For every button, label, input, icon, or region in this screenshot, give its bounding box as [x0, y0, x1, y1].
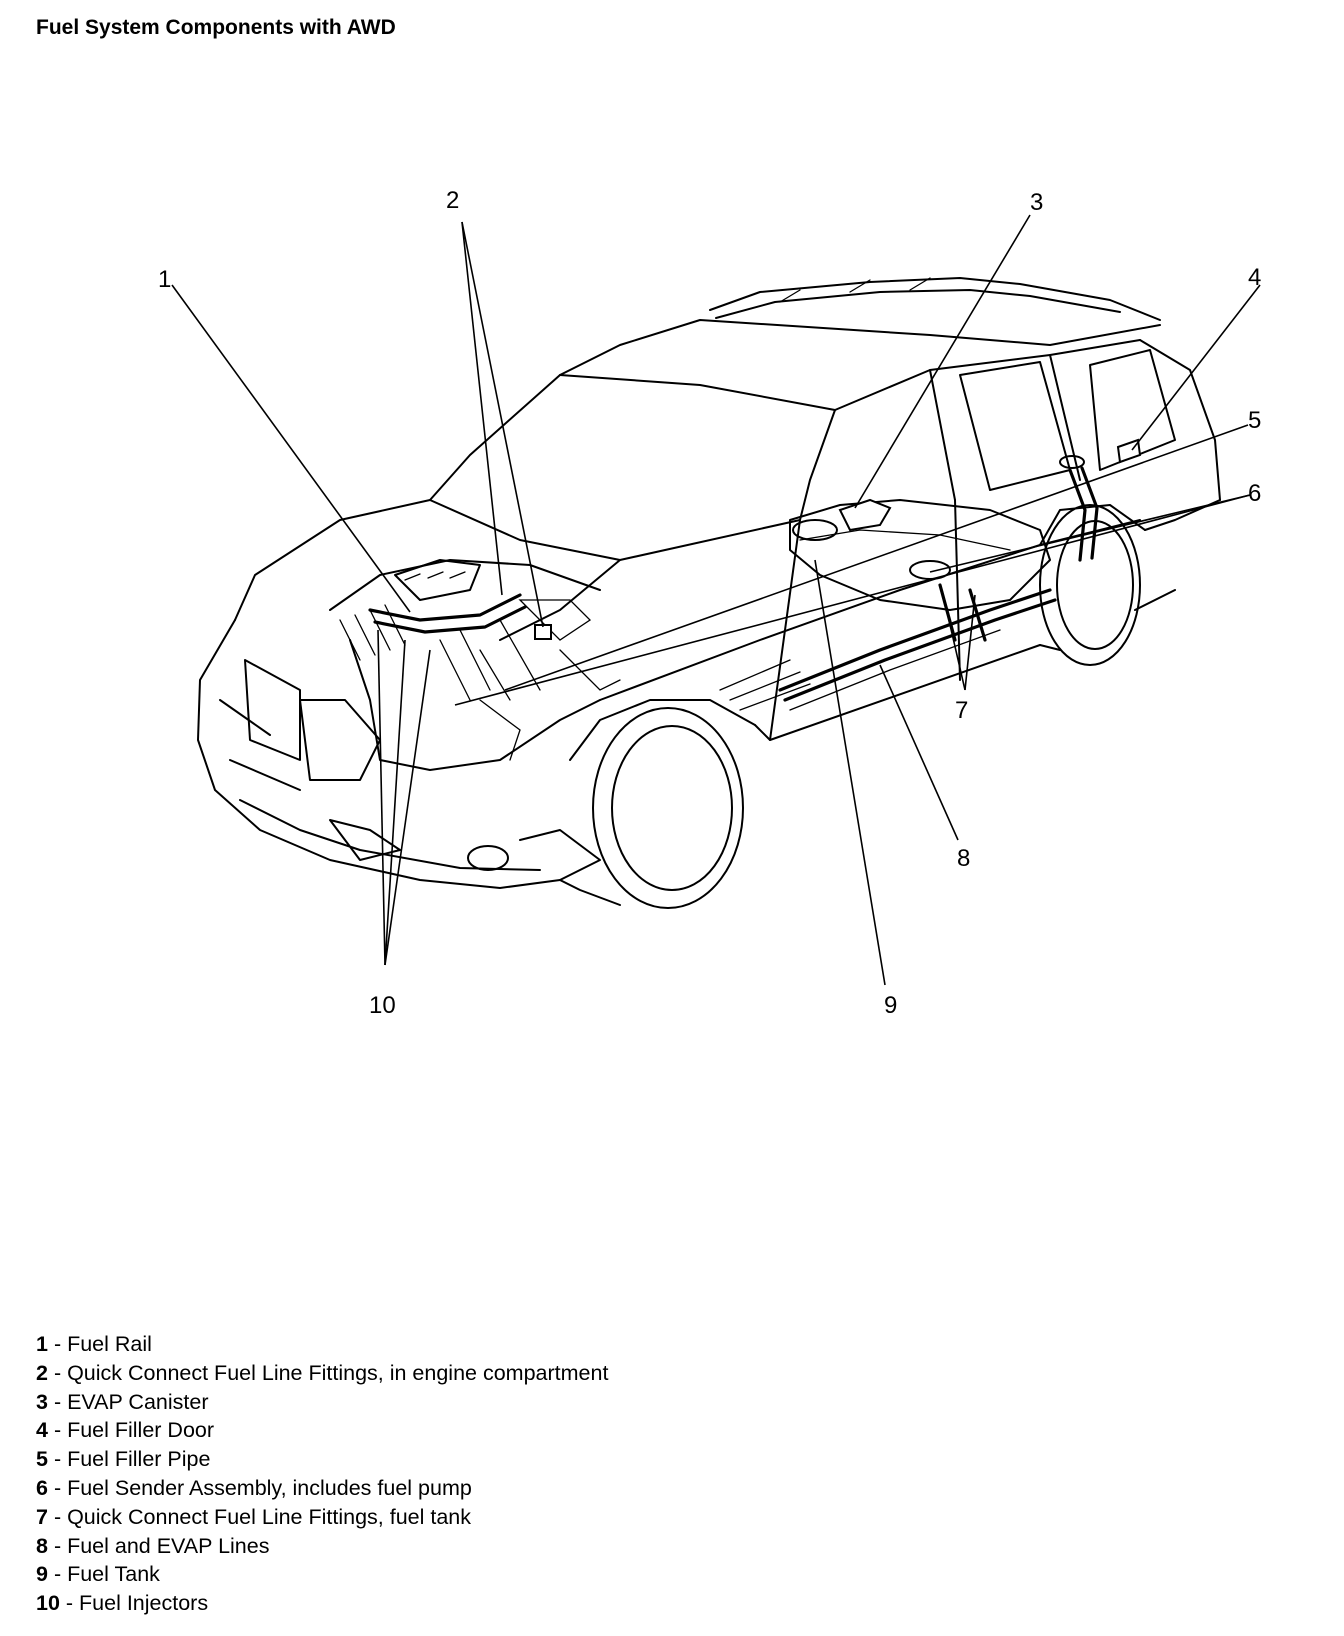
legend-item: 6 - Fuel Sender Assembly, includes fuel … [36, 1475, 472, 1500]
callout-numbers: 1 2 3 4 5 6 7 8 9 10 [158, 187, 1261, 1019]
callout-2: 2 [446, 187, 459, 214]
callout-1: 1 [158, 266, 171, 293]
legend-item: 1 - Fuel Rail [36, 1332, 152, 1356]
callout-4: 4 [1248, 264, 1261, 291]
callout-3: 3 [1030, 189, 1043, 216]
callout-8: 8 [957, 845, 970, 872]
legend-item: 8 - Fuel and EVAP Lines [36, 1533, 270, 1558]
callout-9: 9 [884, 992, 897, 1019]
leader-lines [171, 214, 1261, 986]
legend-item: 4 - Fuel Filler Door [36, 1418, 215, 1443]
vehicle-illustration [197, 277, 1221, 909]
legend-item: 9 - Fuel Tank [36, 1562, 160, 1587]
legend-item: 10 - Fuel Injectors [36, 1591, 209, 1616]
callout-10: 10 [369, 992, 396, 1019]
component-legend: 1 - Fuel Rail 2 - Quick Connect Fuel Lin… [36, 1330, 608, 1618]
callout-6: 6 [1248, 480, 1261, 507]
callout-7: 7 [955, 697, 968, 724]
legend-item: 7 - Quick Connect Fuel Line Fittings, fu… [36, 1504, 472, 1529]
vehicle-fuel-system-diagram: 1 2 3 4 5 6 7 8 9 10 [158, 187, 1261, 1019]
page-title: Fuel System Components with AWD [36, 16, 396, 39]
callout-5: 5 [1248, 407, 1261, 434]
legend-item: 5 - Fuel Filler Pipe [36, 1447, 211, 1472]
legend-item: 3 - EVAP Canister [36, 1389, 209, 1414]
legend-item: 2 - Quick Connect Fuel Line Fittings, in… [36, 1360, 609, 1385]
